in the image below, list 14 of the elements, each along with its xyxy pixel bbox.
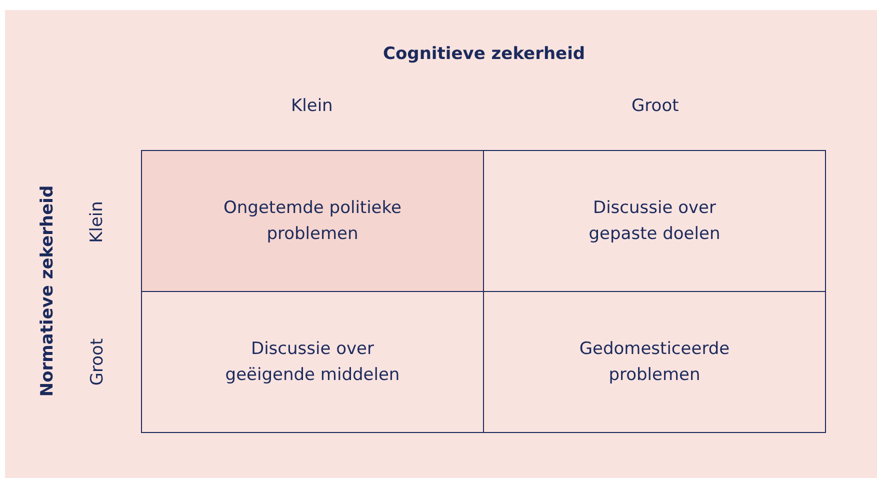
axis-title: Cognitieve zekerheid xyxy=(383,44,586,64)
cell-text: Discussie over geëigende middelen xyxy=(224,338,401,387)
cell-text: Ongetemde politieke problemen xyxy=(222,197,402,246)
matrix-cell xyxy=(141,150,484,292)
row-header: Groot xyxy=(87,338,108,386)
cell-text: Discussie over gepaste doelen xyxy=(588,197,722,246)
matrix-cell xyxy=(483,291,826,433)
matrix-cell xyxy=(141,291,484,433)
axis-title: Normatieve zekerheid xyxy=(37,185,58,397)
matrix-cell xyxy=(483,150,826,292)
column-header: Groot xyxy=(632,96,679,116)
cell-text: Gedomesticeerde problemen xyxy=(578,338,731,387)
row-header: Klein xyxy=(86,201,107,243)
column-header: Klein xyxy=(291,96,333,116)
